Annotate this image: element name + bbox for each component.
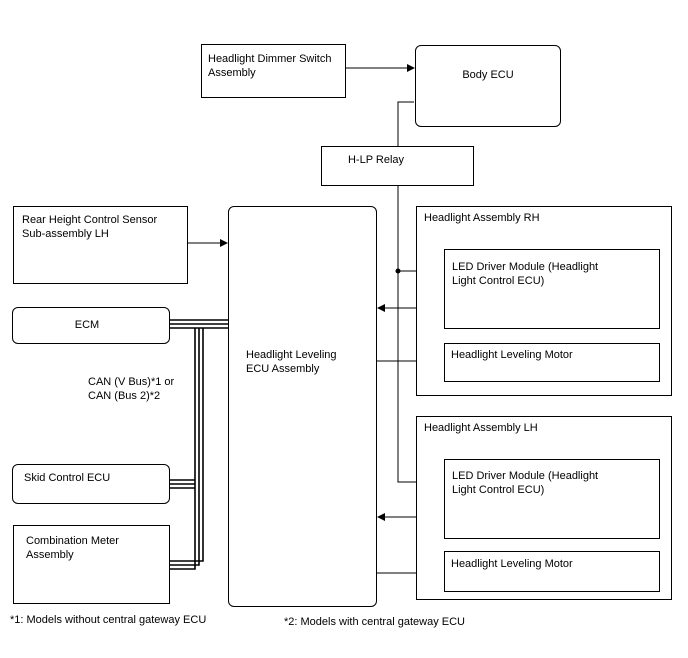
headlight-lh-label: Headlight Assembly LH — [424, 422, 538, 434]
leveling-ecu-box — [228, 206, 377, 607]
rear-height-sensor-box — [13, 206, 188, 284]
leveling-ecu-label: Headlight Leveling ECU Assembly — [246, 349, 337, 375]
leveling-motor-rh-label: Headlight Leveling Motor — [451, 349, 573, 361]
dimmer-switch-label: Headlight Dimmer Switch Assembly — [208, 53, 332, 79]
hlp-relay-label: H-LP Relay — [347, 154, 405, 166]
leveling-motor-lh-box — [444, 551, 660, 592]
wire-body-to-relay — [397, 101, 414, 146]
combination-meter-label: Combination Meter Assembly — [26, 535, 119, 561]
led-driver-lh-label: LED Driver Module (Headlight Light Contr… — [452, 470, 599, 496]
headlight-rh-label: Headlight Assembly RH — [424, 212, 540, 224]
leveling-motor-lh-label: Headlight Leveling Motor — [451, 558, 573, 570]
body-ecu-label: Body ECU — [462, 69, 514, 81]
hlp-relay-box — [321, 146, 474, 186]
led-driver-lh-box — [444, 459, 660, 539]
skid-control-box — [12, 464, 170, 504]
junction-dot — [395, 268, 401, 274]
body-ecu-box — [415, 45, 561, 127]
dimmer-switch-box — [201, 44, 346, 98]
led-driver-rh-label: LED Driver Module (Headlight Light Contr… — [452, 261, 599, 287]
combination-meter-box — [13, 525, 170, 604]
footnote-1: *1: Models without central gateway ECU — [10, 614, 207, 626]
can-bus-lines — [170, 319, 228, 570]
ecm-box — [12, 307, 170, 344]
skid-control-label: Skid Control ECU — [24, 472, 111, 484]
can-bus-label: CAN (V Bus)*1 or CAN (Bus 2)*2 — [88, 376, 175, 402]
led-driver-rh-box — [444, 249, 660, 329]
footnote-2: *2: Models with central gateway ECU — [284, 616, 465, 628]
rear-height-sensor-label: Rear Height Control Sensor Sub-assembly … — [22, 214, 158, 240]
leveling-motor-rh-box — [444, 343, 660, 382]
ecm-label: ECM — [74, 319, 100, 331]
